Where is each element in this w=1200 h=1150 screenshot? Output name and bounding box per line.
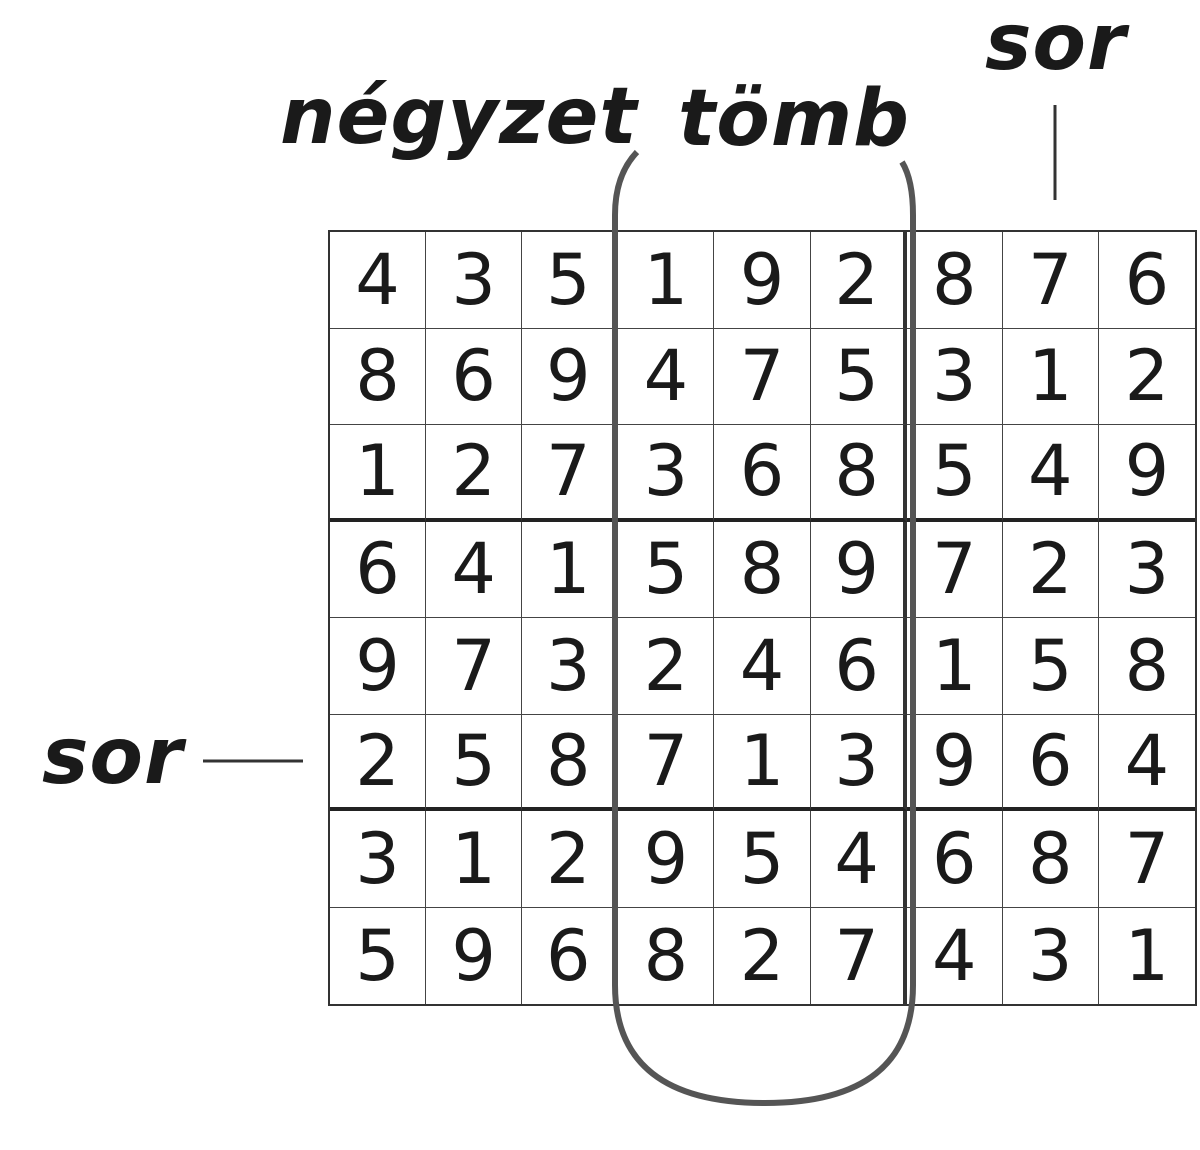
- grid-cell: 8: [714, 521, 811, 618]
- grid-cell: 3: [618, 425, 715, 522]
- grid-cell: 9: [810, 521, 907, 618]
- grid-cell: 1: [1002, 328, 1099, 425]
- grid-cell: 6: [522, 907, 619, 1004]
- grid-cell: 2: [1002, 521, 1099, 618]
- grid-cell: 9: [330, 618, 427, 715]
- grid-cell: 3: [1098, 522, 1195, 618]
- grid-cell: 8: [1002, 811, 1099, 908]
- grid-cell: 2: [714, 907, 811, 1004]
- grid-cell: 3: [1003, 907, 1099, 1004]
- grid-cell: 2: [1098, 329, 1195, 425]
- grid-cell: 1: [618, 232, 715, 329]
- grid-cell: 1: [522, 521, 619, 618]
- grid-cell: 6: [810, 618, 907, 715]
- grid-cell: 1: [426, 811, 523, 908]
- grid-cell: 3: [426, 232, 523, 329]
- grid-cell: 9: [906, 714, 1003, 811]
- grid-cell: 5: [1002, 618, 1099, 715]
- grid-cell: 7: [618, 714, 715, 811]
- grid-cell: 8: [618, 907, 715, 1004]
- grid-cell: 4: [618, 328, 715, 425]
- grid-cell: 2: [618, 618, 715, 715]
- grid-cell: 5: [618, 521, 715, 618]
- grid-cell: 3: [906, 328, 1003, 425]
- grid-cell: 4: [1002, 425, 1099, 522]
- grid-cell: 7: [1098, 811, 1195, 908]
- grid-cell: 2: [522, 811, 619, 908]
- grid-cell: 6: [426, 328, 523, 425]
- grid-cell: 2: [330, 714, 427, 811]
- grid-cell: 3: [810, 714, 907, 811]
- grid-cell: 2: [810, 232, 907, 329]
- grid-cell: 5: [810, 328, 907, 425]
- grid-cell: 4: [907, 907, 1003, 1004]
- grid-cell: 8: [330, 328, 427, 425]
- grid-cell: 5: [714, 811, 811, 908]
- grid-cell: 6: [714, 425, 811, 522]
- grid-cell: 4: [426, 521, 523, 618]
- grid-cell: 7: [1002, 232, 1099, 329]
- grid-cell: 6: [906, 811, 1003, 908]
- grid-cell: 9: [1098, 425, 1195, 522]
- grid-cell: 9: [618, 811, 715, 908]
- grid-cell: 4: [714, 618, 811, 715]
- grid-cell: 5: [906, 425, 1003, 522]
- grid-cell: 7: [426, 618, 523, 715]
- grid-cell: 7: [714, 328, 811, 425]
- grid-cell: 3: [522, 618, 619, 715]
- grid-cell: 8: [906, 232, 1003, 329]
- grid-cell: 4: [330, 232, 427, 329]
- label-sor-top: sor: [985, 0, 1127, 88]
- grid-cell: 7: [811, 907, 907, 1004]
- grid-cell: 1: [906, 618, 1003, 715]
- grid-cell: 9: [714, 232, 811, 329]
- grid-cell: 6: [1002, 714, 1099, 811]
- grid-cell: 4: [810, 811, 907, 908]
- grid-cell: 2: [426, 425, 523, 522]
- grid-cell: 1: [714, 714, 811, 811]
- grid-cell: 8: [522, 714, 619, 811]
- grid-cell: 9: [522, 328, 619, 425]
- grid-cell: 6: [1098, 232, 1195, 329]
- grid-cell: 8: [1098, 618, 1195, 715]
- grid-cell: 4: [1098, 715, 1195, 811]
- grid-cell: 3: [330, 811, 427, 908]
- grid-cell: 6: [330, 521, 427, 618]
- grid-cell: 5: [330, 907, 427, 1004]
- grid-cell: 1: [330, 425, 427, 522]
- grid-cell: 8: [810, 425, 907, 522]
- label-negyzet: négyzet: [280, 72, 638, 162]
- grid-cell: 1: [1124, 914, 1170, 997]
- label-sor-left: sor: [42, 712, 184, 802]
- grid-cell: 5: [426, 714, 523, 811]
- grid-cell: 7: [522, 425, 619, 522]
- label-tomb: tömb: [678, 74, 910, 164]
- grid-cell: 9: [426, 907, 523, 1004]
- grid-cell: 7: [906, 521, 1003, 618]
- grid-cell: 5: [522, 232, 619, 329]
